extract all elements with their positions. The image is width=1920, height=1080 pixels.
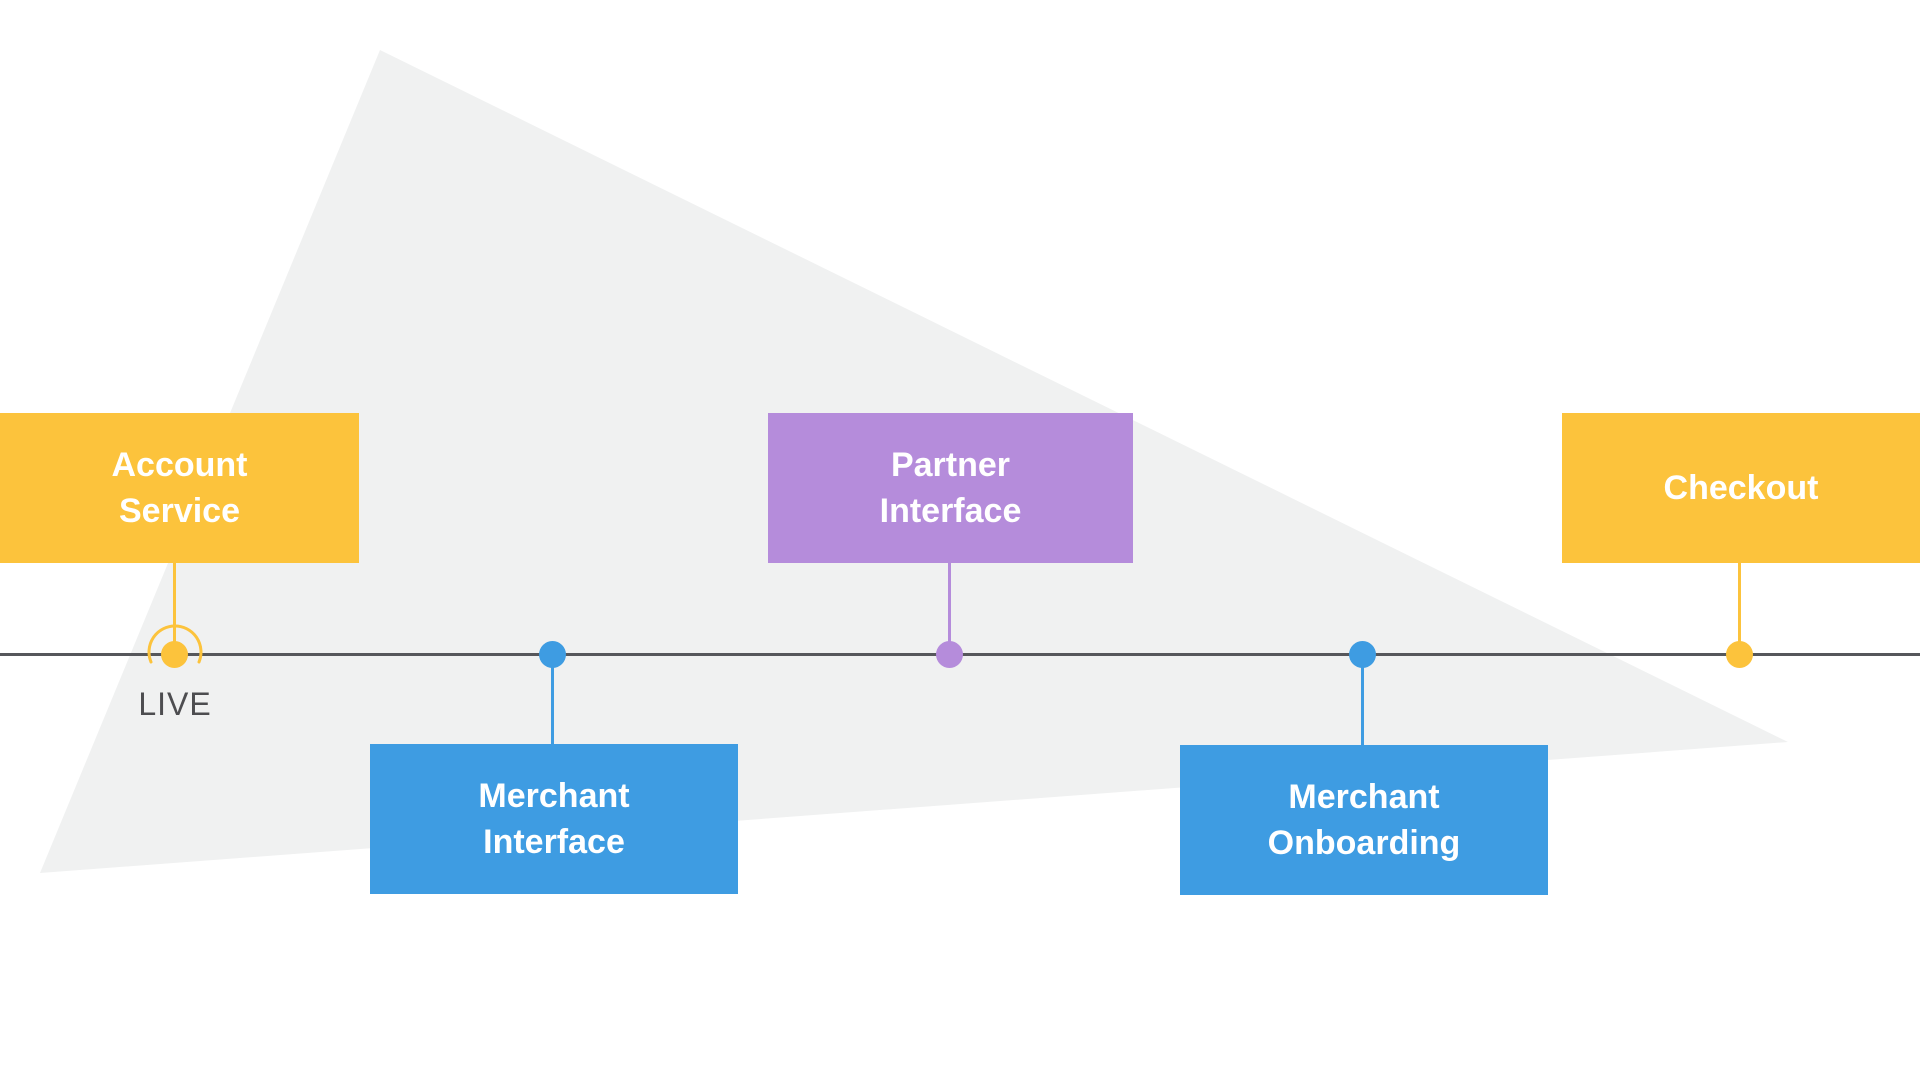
merchant-onboarding-box: Merchant Onboarding — [1180, 745, 1548, 895]
partner-interface-label: Partner Interface — [879, 446, 1022, 530]
checkout-box: Checkout — [1562, 413, 1920, 563]
checkout-label: Checkout — [1663, 469, 1819, 507]
connector-merchant-interface — [551, 654, 554, 744]
merchant-onboarding-dot-icon — [1349, 641, 1376, 668]
connector-merchant-onboarding — [1361, 654, 1364, 745]
connector-checkout — [1738, 561, 1741, 656]
merchant-interface-dot-icon — [539, 641, 566, 668]
account-service-dot-icon — [161, 641, 188, 668]
account-service-label: Account Service — [111, 446, 248, 530]
live-status-label: LIVE — [138, 686, 212, 722]
account-service-box: Account Service — [0, 413, 359, 563]
checkout-dot-icon — [1726, 641, 1753, 668]
partner-interface-box: Partner Interface — [768, 413, 1133, 563]
merchant-interface-label: Merchant Interface — [478, 777, 630, 861]
merchant-onboarding-label: Merchant Onboarding — [1267, 778, 1461, 862]
connector-partner-interface — [948, 561, 951, 656]
live-marker-arc-icon — [147, 624, 203, 664]
merchant-interface-box: Merchant Interface — [370, 744, 738, 894]
connector-account-service — [173, 561, 176, 656]
partner-interface-dot-icon — [936, 641, 963, 668]
